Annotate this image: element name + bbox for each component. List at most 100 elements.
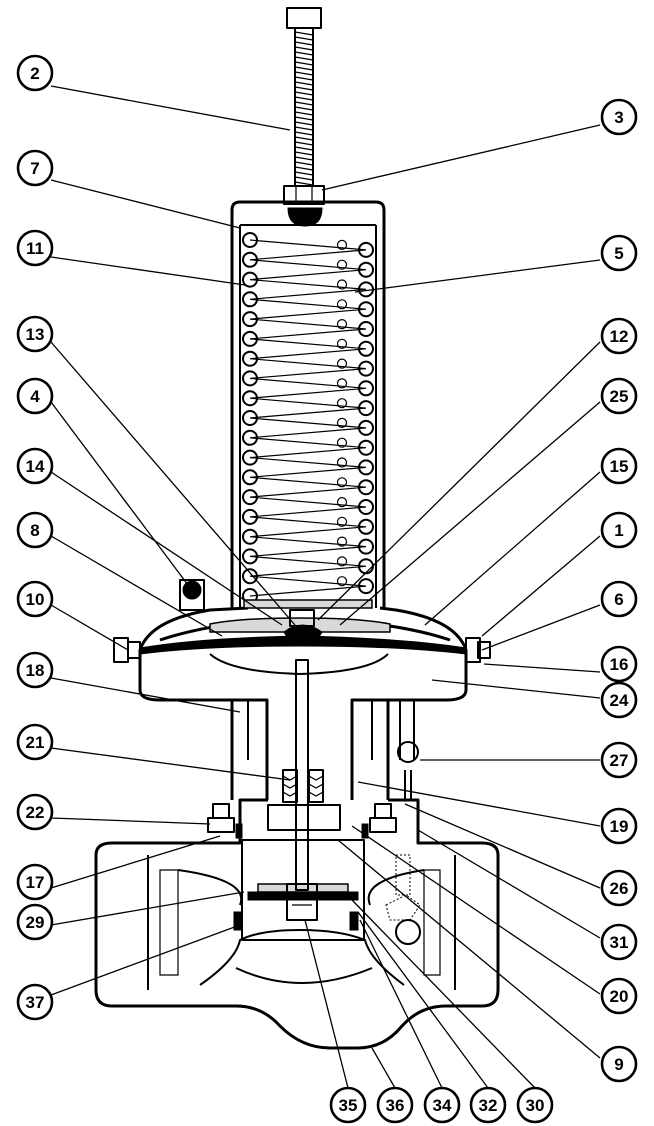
svg-text:32: 32 <box>479 1096 498 1115</box>
svg-text:6: 6 <box>614 590 623 609</box>
svg-text:11: 11 <box>26 239 44 258</box>
screw-thread <box>294 146 314 151</box>
screw-thread <box>294 66 314 71</box>
callout-32: 32 <box>469 1086 507 1124</box>
callout-8: 8 <box>16 511 54 549</box>
spring-coil-right <box>358 459 374 476</box>
svg-text:10: 10 <box>26 590 45 609</box>
callout-37: 37 <box>16 983 54 1021</box>
spring-coil-left <box>242 469 258 486</box>
spring-coil-inner <box>336 299 348 310</box>
spring-coil-left <box>242 410 258 426</box>
screw-thread <box>294 176 314 181</box>
spring-coil-left <box>242 489 258 506</box>
spring-coil-left <box>242 528 258 545</box>
callout-34: 34 <box>423 1086 461 1124</box>
callout-4: 4 <box>16 377 54 415</box>
spring-coil-inner <box>336 319 348 330</box>
spring-coil-inner <box>336 417 348 428</box>
spring-coil-left <box>242 251 258 268</box>
adjusting-screw <box>283 7 325 205</box>
spring-coil-left <box>242 508 258 525</box>
callout-35: 35 <box>329 1086 367 1124</box>
screw-thread <box>294 171 314 176</box>
screw-thread <box>294 126 314 131</box>
svg-text:29: 29 <box>26 913 45 932</box>
callout-25: 25 <box>600 377 638 415</box>
screw-thread <box>294 141 314 146</box>
callout-3: 3 <box>600 98 638 136</box>
spring-coil-inner <box>336 536 348 547</box>
spring-coil-right <box>358 538 374 555</box>
spring-coil-inner <box>336 437 348 448</box>
svg-text:27: 27 <box>610 751 629 770</box>
callouts: 2 3 7 11 5 13 12 4 25 14 15 8 1 10 6 16 … <box>16 54 638 1124</box>
screw-thread <box>294 31 314 36</box>
svg-text:5: 5 <box>614 244 623 263</box>
screw-thread <box>294 81 314 86</box>
spring-coil-left <box>242 548 258 565</box>
callout-19: 19 <box>600 807 638 845</box>
svg-text:36: 36 <box>386 1096 405 1115</box>
spring-coil-inner <box>336 358 348 369</box>
callout-17: 17 <box>16 863 54 901</box>
screw-thread <box>294 151 314 156</box>
screw-thread <box>294 91 314 96</box>
svg-text:13: 13 <box>26 325 45 344</box>
spring-coil-inner <box>336 556 348 567</box>
spring-coil-right <box>358 578 374 595</box>
spring-coil-inner <box>336 398 348 409</box>
spring-coil-left <box>242 350 258 367</box>
svg-text:16: 16 <box>610 655 629 674</box>
screw-thread <box>294 106 314 111</box>
svg-text:35: 35 <box>339 1096 358 1115</box>
screw-thread <box>294 56 314 61</box>
screw-thread <box>294 101 314 106</box>
callout-15: 15 <box>600 447 638 485</box>
screw-thread <box>294 111 314 116</box>
spring-coil-right <box>358 321 374 337</box>
screw-thread <box>294 131 314 136</box>
screw-thread <box>294 181 314 186</box>
diaphragm-case <box>113 579 491 702</box>
yoke-neck <box>207 659 419 891</box>
callout-14: 14 <box>16 447 54 485</box>
spring-coil-left <box>242 390 258 407</box>
svg-text:30: 30 <box>526 1096 545 1115</box>
spring-coil-right <box>358 419 374 436</box>
svg-text:4: 4 <box>30 387 40 406</box>
spring-coil-inner <box>336 497 348 508</box>
svg-text:1: 1 <box>614 521 623 540</box>
callout-6: 6 <box>600 580 638 618</box>
svg-text:31: 31 <box>610 933 629 952</box>
callout-10: 10 <box>16 580 54 618</box>
spring-coil-left <box>242 370 258 387</box>
callout-12: 12 <box>600 317 638 355</box>
spring-coil-right <box>358 499 374 515</box>
svg-text:24: 24 <box>610 691 629 710</box>
screw-thread <box>294 96 314 101</box>
spring-coil-right <box>358 518 374 535</box>
spring-coil-right <box>358 439 374 456</box>
svg-text:9: 9 <box>614 1055 623 1074</box>
svg-text:22: 22 <box>26 803 45 822</box>
spring-coil-inner <box>336 378 348 389</box>
callout-7: 7 <box>16 149 54 187</box>
callout-20: 20 <box>600 977 638 1015</box>
screw-thread <box>294 116 314 121</box>
spring-coil-right <box>358 380 374 397</box>
spring-coil-left <box>242 449 258 466</box>
screw-thread <box>294 36 314 41</box>
spring-coil-inner <box>336 239 348 250</box>
callout-18: 18 <box>16 651 54 689</box>
svg-text:37: 37 <box>26 993 45 1012</box>
spring-coil-right <box>358 479 374 496</box>
spring-coil-left <box>242 330 258 347</box>
spring-coil-inner <box>336 338 348 349</box>
spring-coil-inner <box>336 516 348 527</box>
screw-thread <box>294 46 314 51</box>
screw-thread <box>294 61 314 66</box>
screw-thread <box>294 51 314 56</box>
callout-30: 30 <box>516 1086 554 1124</box>
